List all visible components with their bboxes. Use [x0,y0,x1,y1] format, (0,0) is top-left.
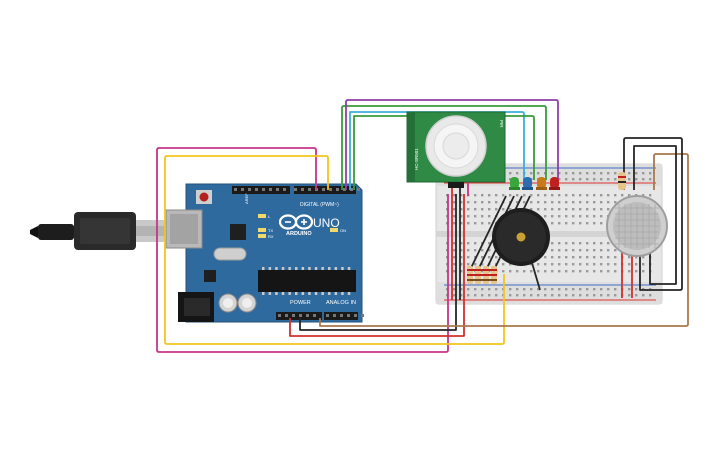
arduino-uno-board: ARDUINO UNO DIGITAL (PWM~) POWER ANALOG … [165,183,364,323]
wire-cyan [349,111,525,190]
led-blue [522,177,533,190]
arduino-model-label: UNO [313,216,340,230]
pir-dome-icon [425,115,487,177]
tx-label: TX [268,228,273,233]
wire-yellow [164,155,505,345]
pir-label-left: HC-SR501 [414,148,419,170]
wire-black-gnd [299,194,457,331]
arduino-logo-icon [278,214,314,230]
aref-label: AREF [244,193,249,204]
led-red [549,177,560,190]
wire-green-2 [353,115,535,190]
digital-header-label: DIGITAL (PWM~) [300,202,339,208]
led-green [509,177,520,190]
rx-label: RX [268,234,274,239]
wire-black-gas-2 [633,145,677,285]
buzzer-icon [492,208,550,266]
gas-sensor-icon [606,195,668,257]
pir-label-right: PIR [499,120,504,128]
pir-sensor: HC-SR501 PIR [406,111,506,188]
wire-green [341,105,547,190]
led-orange [536,177,547,190]
wire-black-gas [623,137,683,291]
resistor-bank [467,266,497,284]
arduino-brand-label: ARDUINO [286,231,312,237]
resistor-gas [618,172,626,190]
wire-purple [345,99,559,190]
wire-brown [319,153,689,327]
l-label: L [268,214,271,219]
led-row [509,177,560,190]
wire-red-5v [289,194,465,337]
analog-header-label: ANALOG IN [326,300,356,306]
wires [156,99,689,353]
on-label: ON [340,228,346,233]
power-header-label: POWER [290,300,311,306]
usb-cable-icon [30,212,188,250]
wire-magenta [156,147,449,353]
